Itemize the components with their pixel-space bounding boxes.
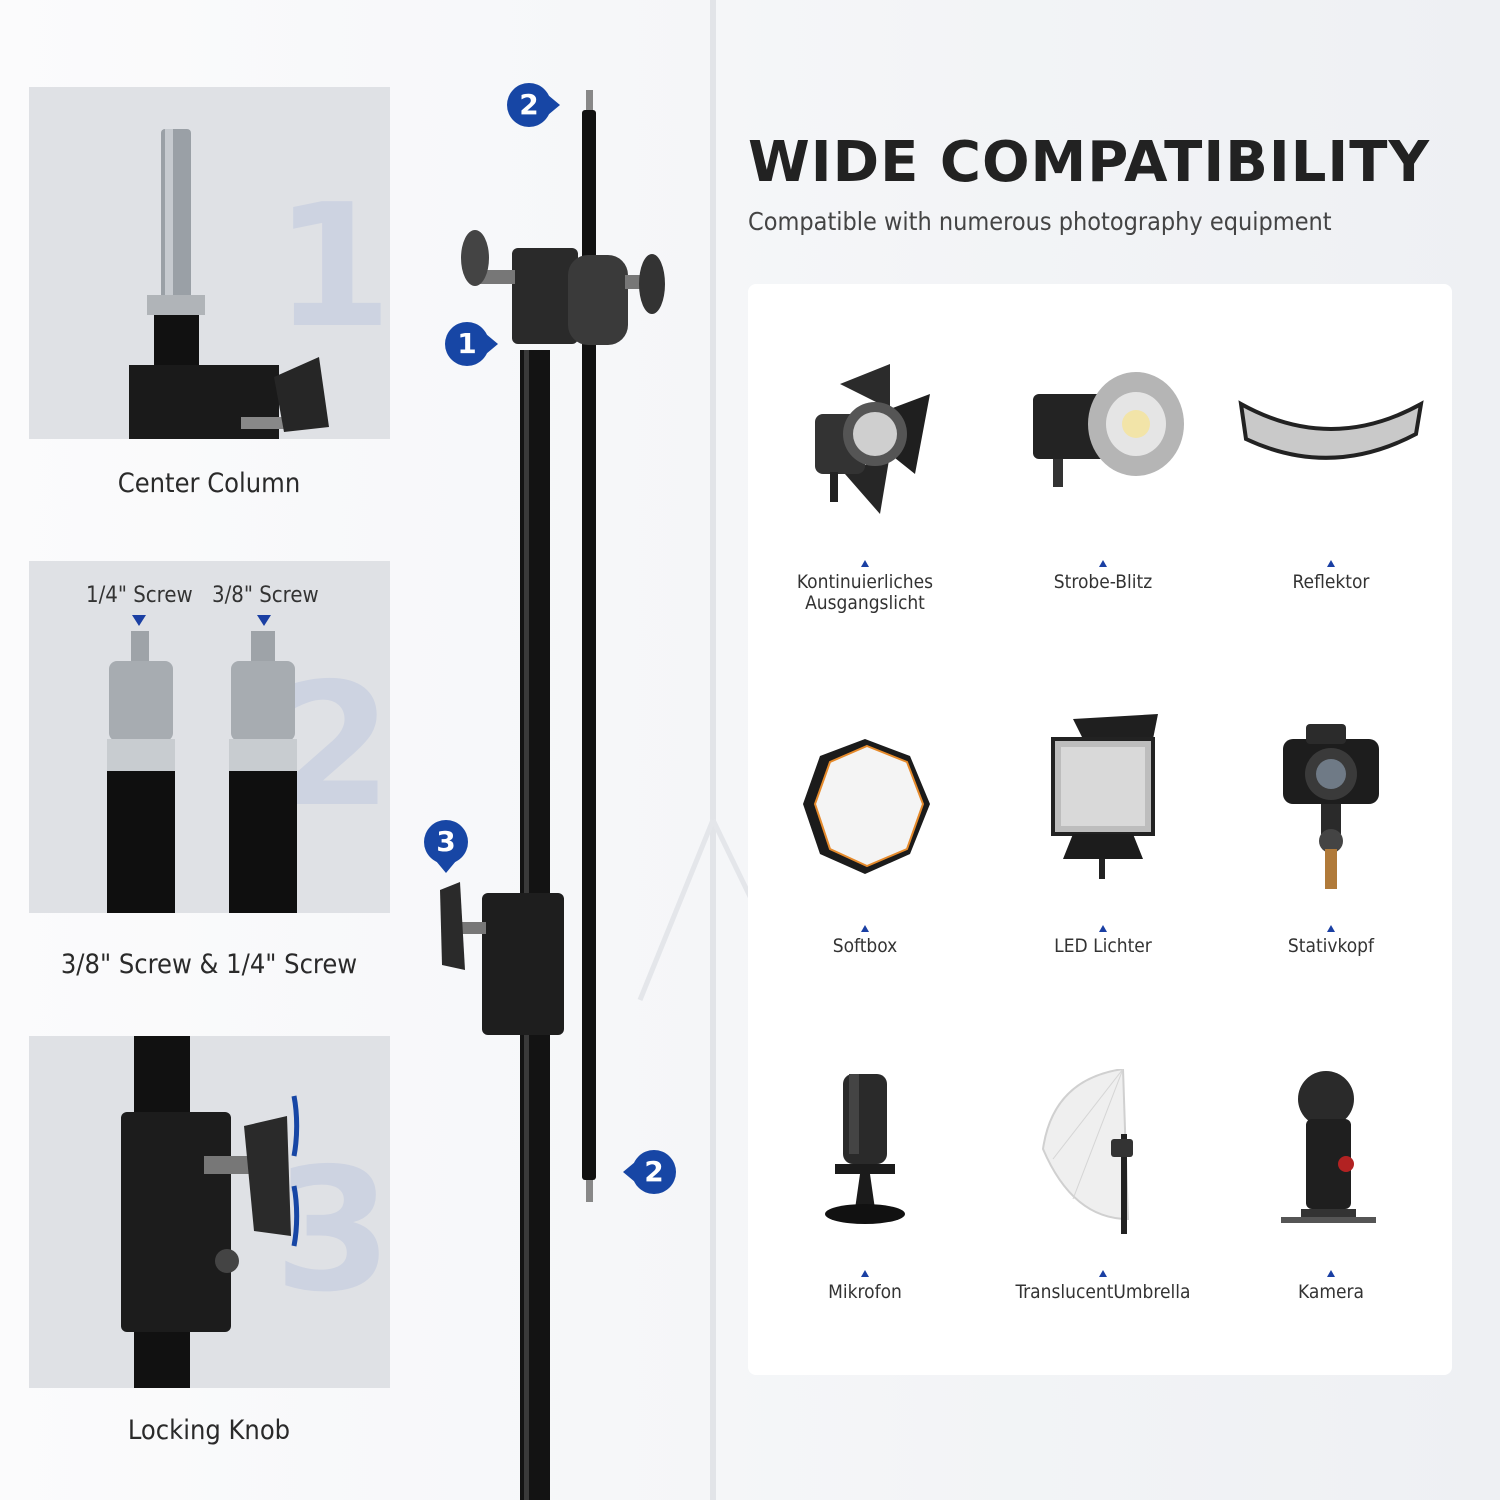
- locking-knob-panel: 3: [29, 1036, 390, 1388]
- arrow-down-icon: [257, 615, 271, 626]
- arrow-down-icon: [132, 615, 146, 626]
- softbox-icon: [803, 739, 930, 874]
- screw-panel: 2 1/4" Screw 3/8" Screw: [29, 561, 390, 913]
- equipment-label: Strobe-Blitz: [1053, 571, 1153, 593]
- strobe-flash-icon: [1033, 372, 1184, 487]
- speedlight-flash-icon: [1281, 1071, 1376, 1223]
- equipment-label: Stativkopf: [1287, 935, 1375, 957]
- page-subtitle: Compatible with numerous photography equ…: [748, 207, 1332, 236]
- locking-knob-image: [121, 1036, 300, 1388]
- equipment-label: LED Lichter: [1054, 935, 1152, 957]
- umbrella-icon: [1041, 1069, 1133, 1234]
- compatibility-card: Kontinuierliches Ausgangslicht Strobe-Bl…: [748, 284, 1452, 1375]
- caption-locking-knob: Locking Knob: [127, 1415, 291, 1446]
- led-panel-icon: [1051, 714, 1158, 879]
- callout-badge-2-bottom: 2: [623, 1150, 676, 1194]
- screw-spigots-image: [107, 631, 297, 913]
- center-column-panel: 1: [29, 87, 390, 439]
- equipment-label: Reflektor: [1292, 571, 1370, 593]
- label-quarter-screw: 1/4" Screw: [86, 583, 193, 608]
- equipment-label: Kontinuierliches Ausgangslicht: [796, 571, 934, 614]
- page-title: WIDE COMPATIBILITY: [748, 130, 1430, 195]
- center-column-image: [129, 129, 329, 439]
- light-stand-image: [440, 90, 665, 1500]
- equipment-label: Softbox: [832, 935, 898, 957]
- microphone-icon: [825, 1074, 905, 1224]
- panel-number-3: 3: [274, 1132, 390, 1330]
- callout-badge-3: 3: [424, 820, 468, 873]
- callout-badge-2-top: 2: [507, 83, 560, 127]
- callout-badge-1: 1: [445, 322, 498, 366]
- equipment-label: TranslucentUmbrella: [1015, 1281, 1191, 1303]
- continuous-light-icon: [815, 364, 930, 514]
- camera-tripod-head-icon: [1283, 724, 1379, 889]
- equipment-label: Kamera: [1297, 1281, 1365, 1303]
- caption-screws: 3/8" Screw & 1/4" Screw: [60, 949, 358, 980]
- reflector-icon: [1238, 400, 1424, 460]
- caption-center-column: Center Column: [117, 468, 301, 499]
- label-three-eighths-screw: 3/8" Screw: [212, 583, 319, 608]
- panel-number-1: 1: [274, 168, 390, 366]
- equipment-label: Mikrofon: [828, 1281, 902, 1303]
